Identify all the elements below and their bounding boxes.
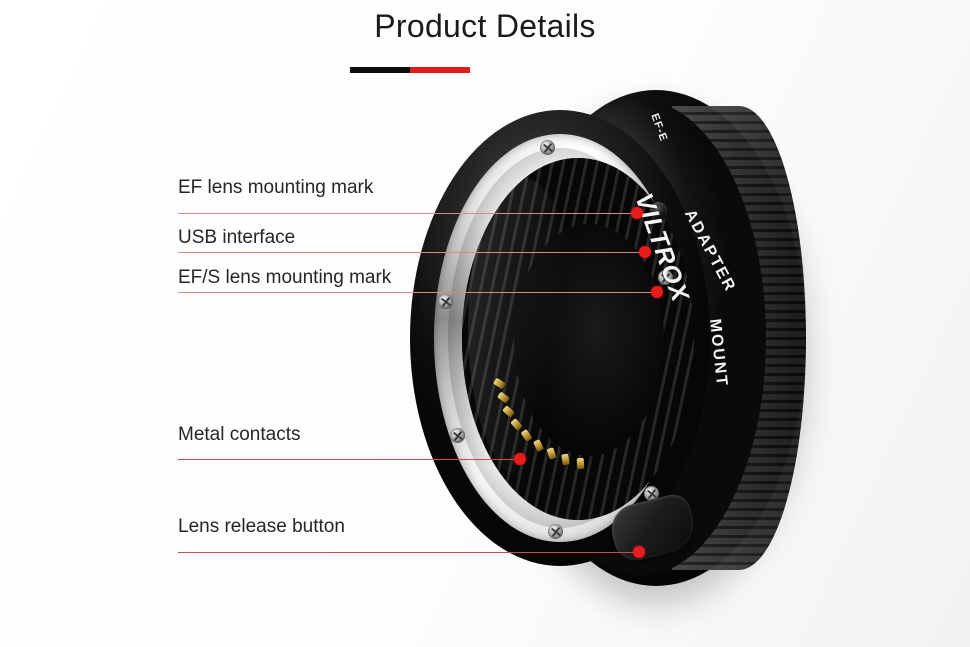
callout-endpoint-dot: [514, 453, 526, 465]
page-title: Product Details: [374, 8, 596, 44]
usb-port-icon: [650, 202, 667, 219]
phillips-screw: [540, 140, 555, 155]
title-divider: [350, 67, 470, 73]
callout-leader-line: [178, 292, 659, 293]
adapter-throat-sheen: [468, 178, 578, 478]
callout-label: EF/S lens mounting mark: [178, 267, 392, 288]
callout-leader-line: [178, 252, 647, 253]
callout-label: USB interface: [178, 227, 296, 248]
callout-label: EF lens mounting mark: [178, 177, 374, 198]
adapter-throat-core: [514, 224, 664, 456]
phillips-screw: [450, 428, 465, 443]
callout-endpoint-dot: [639, 246, 651, 258]
callout-label: Metal contacts: [178, 424, 301, 445]
callout-leader-line: [178, 552, 637, 553]
callout-leader-line: [178, 213, 639, 214]
divider-segment-red: [410, 67, 470, 73]
phillips-screw: [438, 294, 453, 309]
phillips-screw: [644, 486, 659, 501]
divider-segment-black: [350, 67, 410, 73]
metal-contact-pin: [576, 457, 585, 470]
callout-endpoint-dot: [651, 286, 663, 298]
callout-leader-line: [178, 459, 522, 460]
phillips-screw: [658, 270, 673, 285]
callout-endpoint-dot: [631, 207, 643, 219]
phillips-screw: [548, 524, 563, 539]
lens-mount-adapter-image: VILTROX EF-E ADAPTER MOUNT: [396, 84, 816, 592]
callout-endpoint-dot: [633, 546, 645, 558]
callout-label: Lens release button: [178, 516, 345, 537]
